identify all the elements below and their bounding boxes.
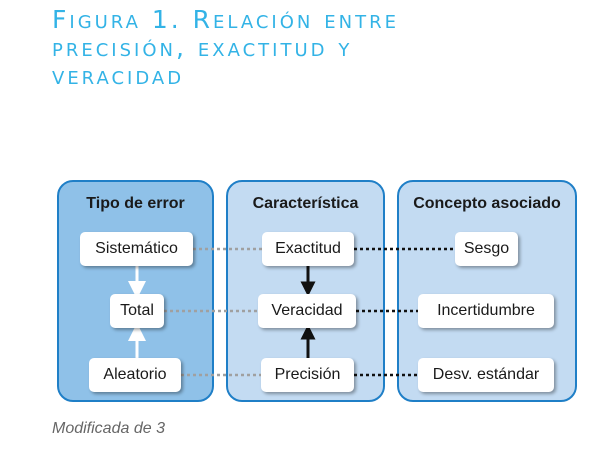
node-veracidad: Veracidad (258, 294, 356, 328)
node-incertidumbre: Incertidumbre (418, 294, 554, 328)
header-caracteristica: Característica (252, 195, 359, 212)
node-desv-estandar: Desv. estándar (418, 358, 554, 392)
figure-title: Figura 1. Relación entre precisión, exac… (52, 6, 572, 90)
node-sesgo: Sesgo (455, 232, 518, 266)
header-concepto-asociado: Concepto asociado (413, 195, 561, 212)
node-aleatorio: Aleatorio (89, 358, 181, 392)
header-tipo-de-error: Tipo de error (86, 195, 185, 212)
node-sistematico: Sistemático (80, 232, 193, 266)
node-exactitud: Exactitud (262, 232, 354, 266)
title-line-2: precisión, exactitud y (52, 33, 353, 62)
node-precision: Precisión (261, 358, 354, 392)
title-line-3: veracidad (52, 61, 185, 90)
title-line-1: Figura 1. Relación entre (52, 5, 399, 34)
node-total: Total (110, 294, 164, 328)
figure-caption: Modificada de 3 (52, 420, 165, 437)
